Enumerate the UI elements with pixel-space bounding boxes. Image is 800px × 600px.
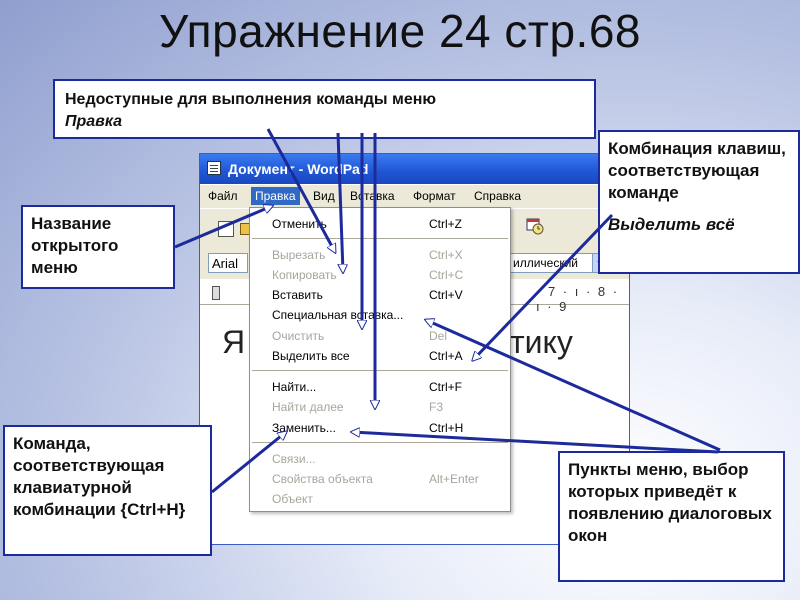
menu-help[interactable]: Справка — [474, 189, 522, 203]
menu-format[interactable]: Формат — [413, 189, 456, 203]
window-titlebar[interactable]: Документ - WordPad — [200, 154, 629, 184]
document-text-start: Я — [222, 324, 246, 360]
menu-item-shortcut: Del — [429, 329, 448, 343]
wordpad-icon — [207, 161, 221, 175]
callout-text: Недоступные для выполнения команды меню — [65, 91, 437, 108]
callout-text: Название открытого меню — [31, 214, 119, 277]
menu-item-label: Связи... — [272, 452, 316, 466]
menu-item-label: Найти далее — [272, 400, 344, 414]
menu-item-label: Вырезать — [272, 248, 326, 262]
menu-item-object: Объект — [250, 489, 510, 509]
menu-item-shortcut: Ctrl+H — [429, 421, 464, 435]
menu-item-label: Заменить... — [272, 421, 336, 435]
menu-item-label: Копировать — [272, 268, 337, 282]
menu-separator — [252, 238, 508, 239]
script-select-value: иллический — [513, 256, 578, 270]
menu-item-paste-special[interactable]: Специальная вставка... — [250, 305, 510, 325]
callout-key-combination: Комбинация клавиш, соответствующая коман… — [598, 130, 800, 274]
window-title: Документ - WordPad — [228, 161, 369, 177]
menu-insert[interactable]: Вставка — [350, 189, 395, 203]
menu-item-shortcut: Alt+Enter — [429, 472, 479, 486]
callout-dialog-items: Пункты меню, выбор которых приведёт к по… — [558, 451, 785, 582]
menu-item-find[interactable]: Найти... Ctrl+F — [250, 377, 510, 397]
menu-item-label: Очистить — [272, 329, 325, 343]
menu-item-label: Вставить — [272, 288, 323, 302]
menubar: Файл Правка Вид Вставка Формат Справка — [200, 185, 629, 208]
menu-item-label: Специальная вставка... — [272, 308, 404, 322]
menu-separator — [252, 442, 508, 443]
document-text-end: тику — [510, 324, 573, 360]
menu-separator — [252, 370, 508, 371]
menu-item-label: Найти... — [272, 380, 317, 394]
menu-item-clear: Очистить Del — [250, 326, 510, 346]
script-select[interactable]: иллический — [500, 253, 610, 273]
menu-item-shortcut: Ctrl+Z — [429, 217, 462, 231]
edit-menu-dropdown: Отменить Ctrl+Z Вырезать Ctrl+X Копирова… — [249, 207, 511, 512]
new-document-icon[interactable] — [218, 221, 234, 237]
menu-file[interactable]: Файл — [208, 189, 238, 203]
menu-item-label: Отменить — [272, 217, 327, 231]
menu-item-paste[interactable]: Вставить Ctrl+V — [250, 285, 510, 305]
callout-opened-menu: Название открытого меню — [21, 205, 175, 289]
callout-text: Пункты меню, выбор которых приведёт к по… — [568, 460, 772, 545]
menu-item-replace[interactable]: Заменить... Ctrl+H — [250, 418, 510, 438]
menu-edit[interactable]: Правка — [251, 187, 300, 205]
menu-item-shortcut: Ctrl+A — [429, 349, 463, 363]
callout-italic-text: Правка — [65, 113, 123, 130]
menu-item-undo[interactable]: Отменить Ctrl+Z — [250, 214, 510, 234]
menu-view[interactable]: Вид — [313, 189, 335, 203]
callout-text: Команда, соответствующая клавиатурной ко… — [13, 434, 186, 519]
date-time-icon[interactable] — [526, 217, 544, 235]
menu-item-object-properties: Свойства объекта Alt+Enter — [250, 469, 510, 489]
menu-item-find-next: Найти далее F3 — [250, 397, 510, 417]
menu-item-copy: Копировать Ctrl+C — [250, 265, 510, 285]
menu-item-label: Свойства объекта — [272, 472, 373, 486]
callout-text: Комбинация клавиш, соответствующая коман… — [608, 139, 786, 202]
menu-item-label: Объект — [272, 492, 313, 506]
callout-unavailable-commands: Недоступные для выполнения команды меню … — [53, 79, 596, 139]
ruler-ticks: · 7 · ı · 8 · ı · 9 — [536, 284, 620, 314]
menu-item-shortcut: Ctrl+X — [429, 248, 463, 262]
font-name-select[interactable]: Arial — [208, 253, 248, 273]
callout-italic-text: Выделить всё — [608, 215, 735, 234]
menu-item-shortcut: Ctrl+F — [429, 380, 462, 394]
indent-marker[interactable] — [212, 286, 220, 300]
menu-item-label: Выделить все — [272, 349, 350, 363]
callout-ctrl-h-command: Команда, соответствующая клавиатурной ко… — [3, 425, 212, 556]
menu-item-links: Связи... — [250, 449, 510, 469]
slide-title: Упражнение 24 стр.68 — [159, 5, 641, 57]
menu-item-shortcut: Ctrl+V — [429, 288, 463, 302]
menu-item-shortcut: Ctrl+C — [429, 268, 464, 282]
menu-item-select-all[interactable]: Выделить все Ctrl+A — [250, 346, 510, 366]
menu-item-cut: Вырезать Ctrl+X — [250, 245, 510, 265]
menu-item-shortcut: F3 — [429, 400, 444, 414]
